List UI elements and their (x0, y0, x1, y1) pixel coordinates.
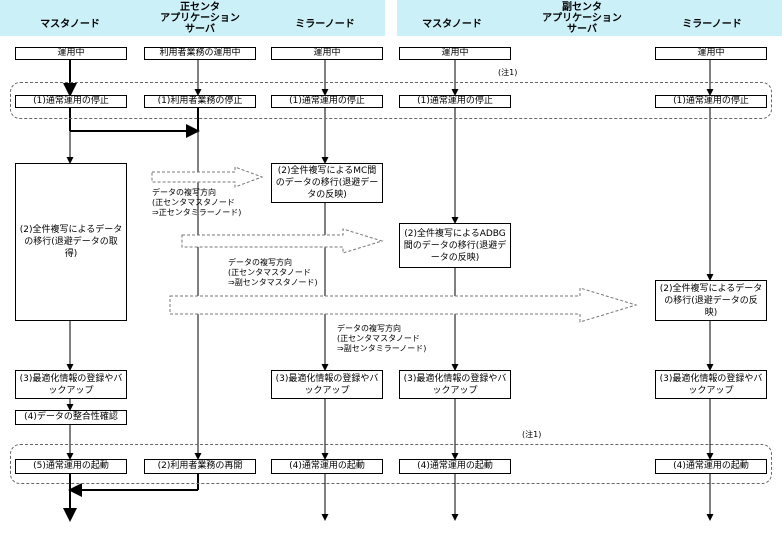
header-primary-app-line3: サーバ (185, 24, 215, 35)
header-primary-master: マスタノード (40, 19, 100, 30)
stop-phase-frame (10, 82, 772, 119)
copy-arrow-to-primary-mirror (151, 166, 264, 188)
header-primary-app-server: 正センタ アプリケーション サーバ (140, 2, 260, 35)
header-primary-mirror: ミラーノード (295, 19, 355, 30)
primary-center-header-band (0, 0, 385, 36)
c1-start-box: (5)通常運用の起動 (15, 459, 127, 474)
copy-label-primary-mirror: データの複写方向 (正センタマスタノード ⇒正センタミラーノード) (152, 188, 242, 217)
copy-arrow-to-secondary-mirror (169, 287, 638, 323)
note-start-phase: (注1) (522, 430, 542, 439)
header-secondary-master: マスタノード (422, 19, 482, 30)
c6-copy-box: (2)全件複写によるデータの移行(退避データの反映) (655, 280, 767, 321)
header-secondary-app-line2: アプリケーション (542, 13, 622, 24)
c3-copy-box: (2)全件複写によるMC間のデータの移行(退避データの反映) (271, 163, 383, 203)
c6-optimize-box: (3)最適化情報の登録やバックアップ (655, 370, 767, 399)
c2-stop-box: (1)利用者業務の停止 (144, 95, 256, 108)
secondary-center-header-band (397, 0, 782, 36)
copy-label-secondary-mirror: データの複写方向 (正センタマスタノード ⇒副センタミラーノード) (337, 324, 427, 353)
header-secondary-app-line3: サーバ (567, 24, 597, 35)
c1-running-box: 運用中 (15, 47, 127, 60)
c4-stop-box: (1)通常運用の停止 (399, 95, 511, 108)
c1-copy-box: (2)全件複写によるデータの移行(退避データの取得) (15, 163, 127, 321)
header-secondary-app-server: 副センタ アプリケーション サーバ (522, 2, 642, 35)
c1-check-box: (4)データの整合性確認 (15, 410, 127, 425)
c3-running-box: 運用中 (271, 47, 383, 60)
c3-stop-box: (1)通常運用の停止 (271, 95, 383, 108)
header-secondary-mirror: ミラーノード (682, 19, 742, 30)
copy-label-secondary-master: データの複写方向 (正センタマスタノード ⇒副センタマスタノード) (228, 258, 318, 287)
c6-running-box: 運用中 (655, 47, 767, 60)
c1-stop-box: (1)通常運用の停止 (15, 95, 127, 108)
start-phase-frame (10, 444, 772, 484)
c2-running-box: 利用者業務の運用中 (144, 47, 256, 60)
c4-start-box: (4)通常運用の起動 (399, 459, 511, 474)
c2-start-box: (2)利用者業務の再開 (144, 459, 256, 474)
c3-start-box: (4)通常運用の起動 (271, 459, 383, 474)
c4-copy-box: (2)全件複写によるADBG間のデータの移行(退避データの反映) (399, 223, 511, 268)
header-primary-app-line1: 正センタ (180, 2, 220, 13)
note-stop-phase: (注1) (498, 68, 518, 77)
c6-start-box: (4)通常運用の起動 (655, 459, 767, 474)
header-primary-app-line2: アプリケーション (160, 13, 240, 24)
c6-stop-box: (1)通常運用の停止 (655, 95, 767, 108)
header-secondary-app-line1: 副センタ (562, 2, 602, 13)
c1-optimize-box: (3)最適化情報の登録やバックアップ (15, 370, 127, 399)
c3-optimize-box: (3)最適化情報の登録やバックアップ (271, 370, 383, 399)
c4-optimize-box: (3)最適化情報の登録やバックアップ (399, 370, 511, 399)
c4-running-box: 運用中 (399, 47, 511, 60)
copy-arrow-to-secondary-master (181, 228, 384, 254)
